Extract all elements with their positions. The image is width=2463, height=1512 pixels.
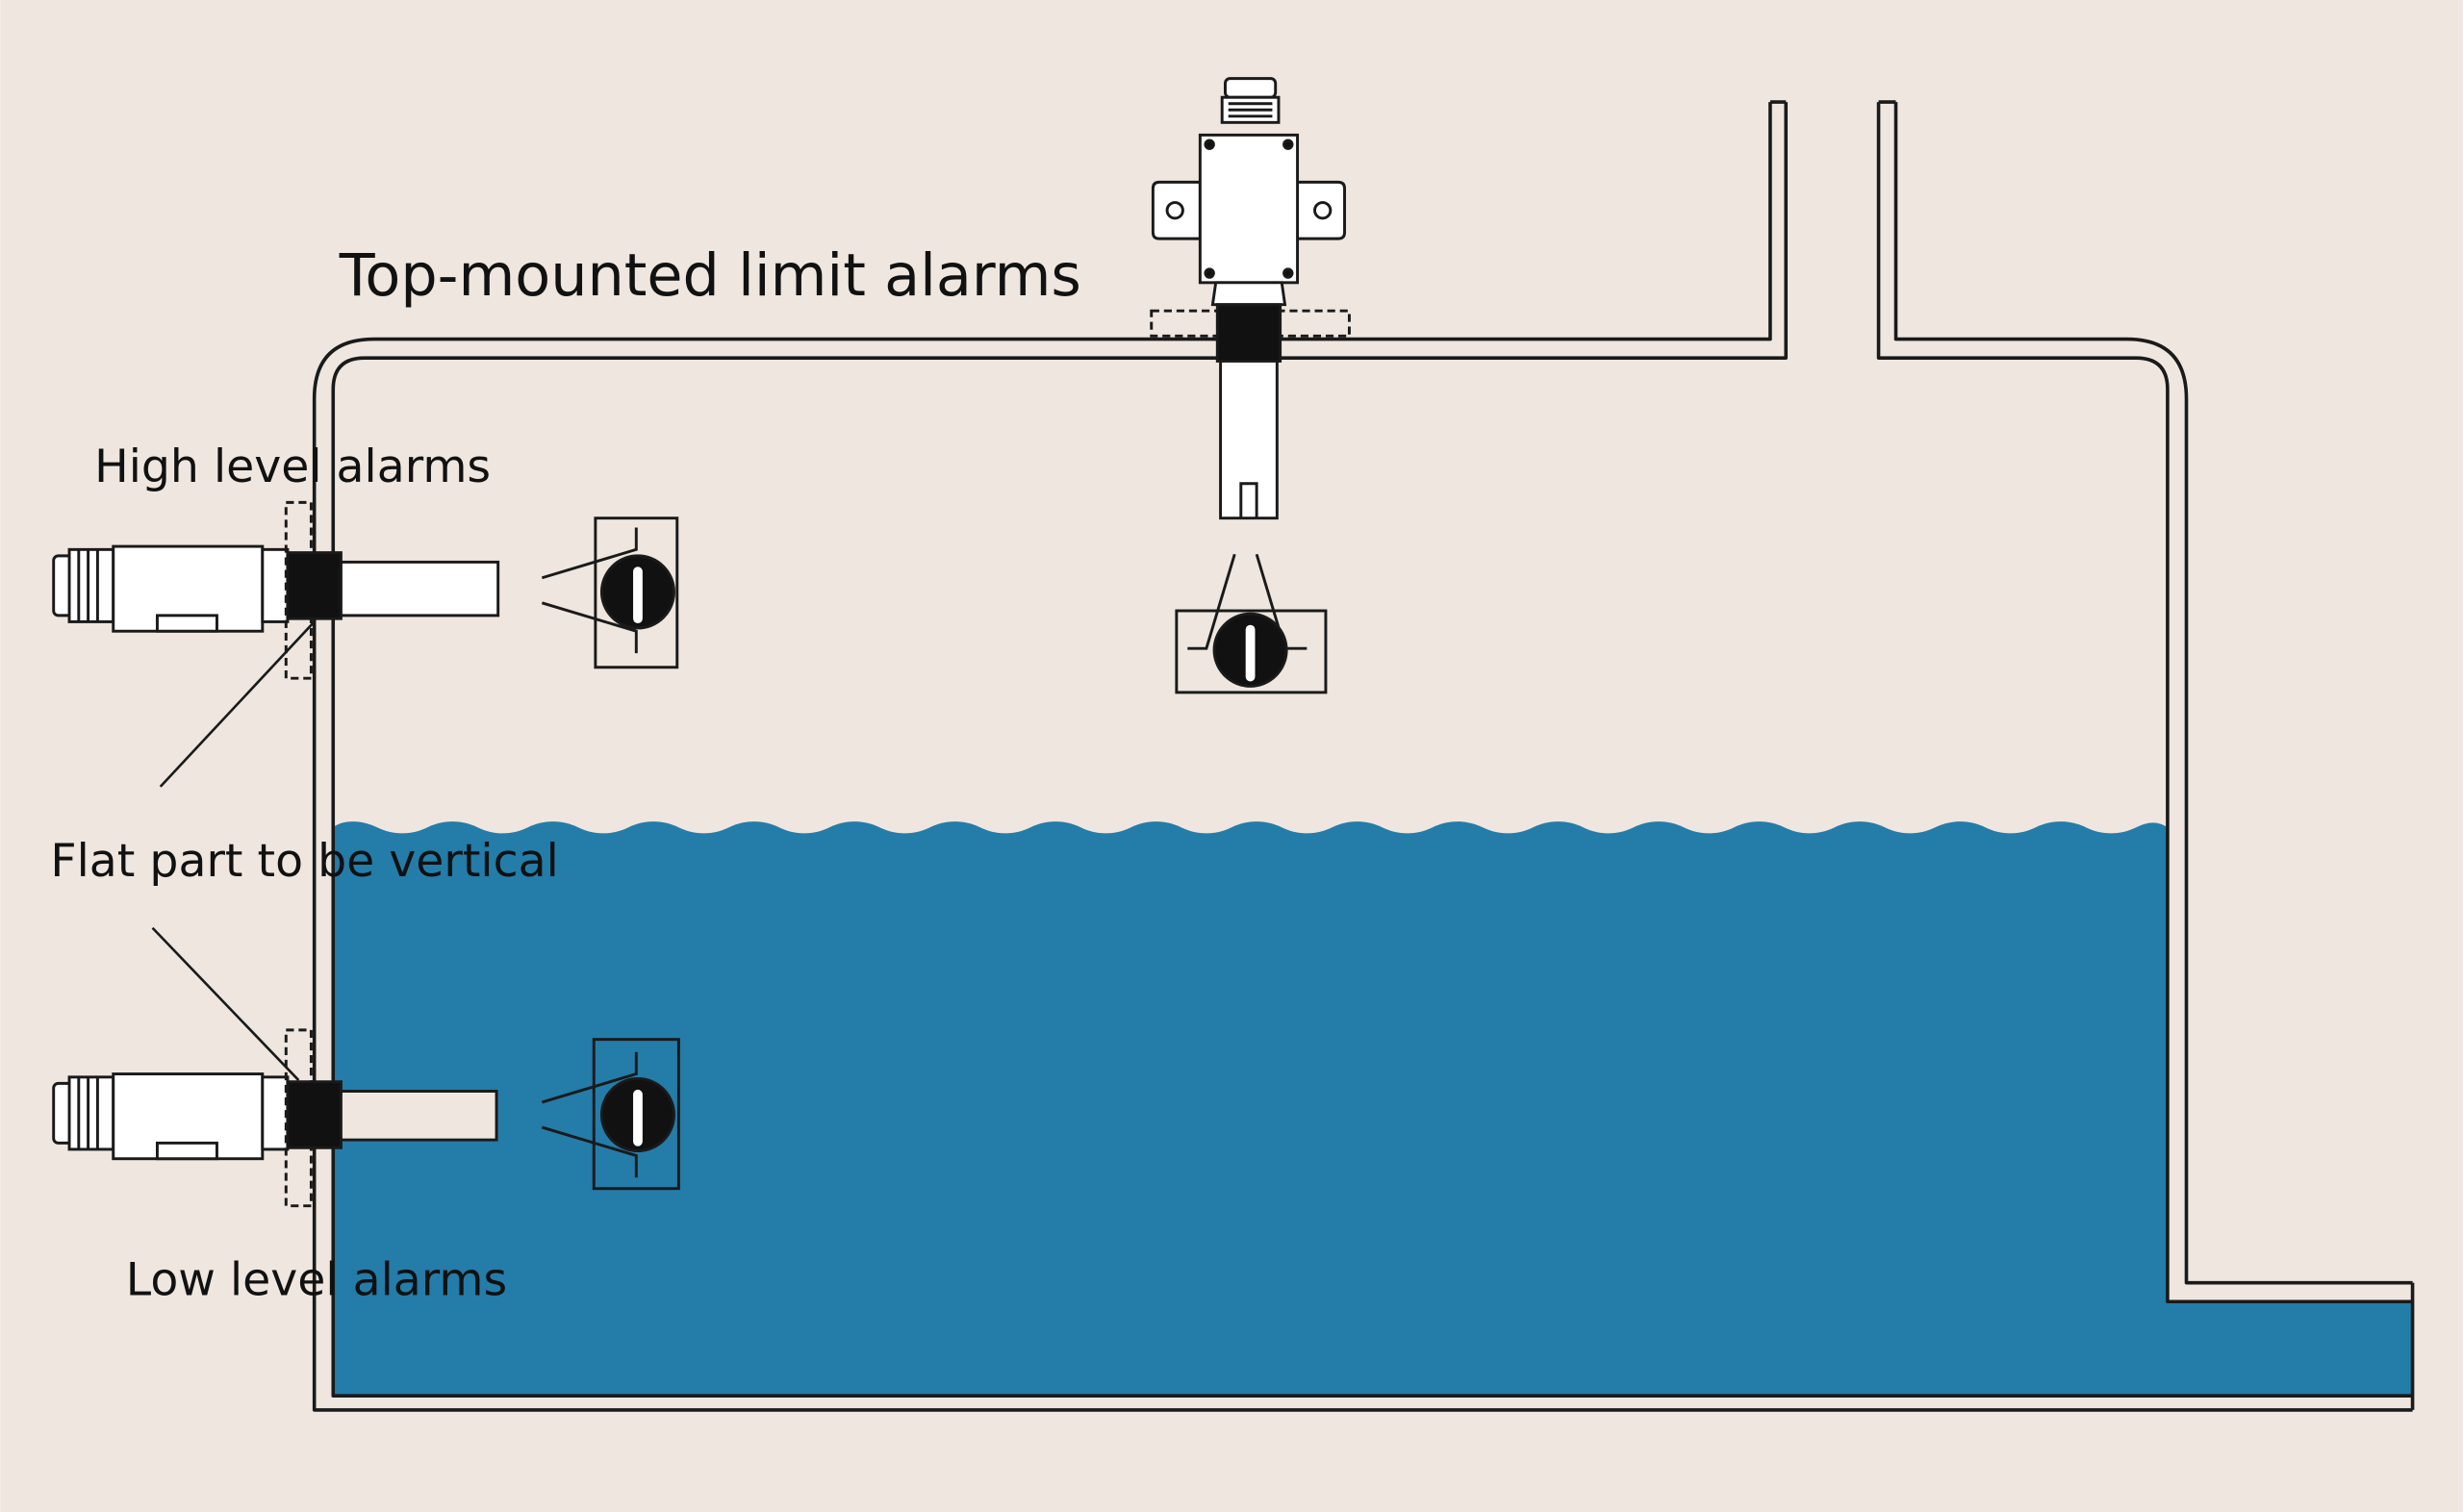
- low-level-sensor: [52, 1028, 498, 1208]
- low-float-detail: [541, 1038, 680, 1191]
- tank-outline: [312, 100, 2415, 1412]
- leader-lines: [151, 620, 316, 1081]
- label-low-level: Low level alarms: [126, 1254, 507, 1307]
- label-top-mounted: Top-mounted limit alarms: [339, 242, 1081, 310]
- label-high-level: High level alarms: [94, 441, 491, 493]
- leader-line-high: [159, 620, 316, 788]
- leader-line-low: [151, 926, 300, 1081]
- water-body: [333, 821, 2413, 1397]
- high-level-sensor: [52, 500, 500, 680]
- high-float-detail: [541, 517, 679, 669]
- top-float-detail: [1175, 553, 1328, 694]
- label-flat-part: Flat part to be vertical: [50, 835, 558, 888]
- top-mounted-sensor: [1150, 77, 1351, 520]
